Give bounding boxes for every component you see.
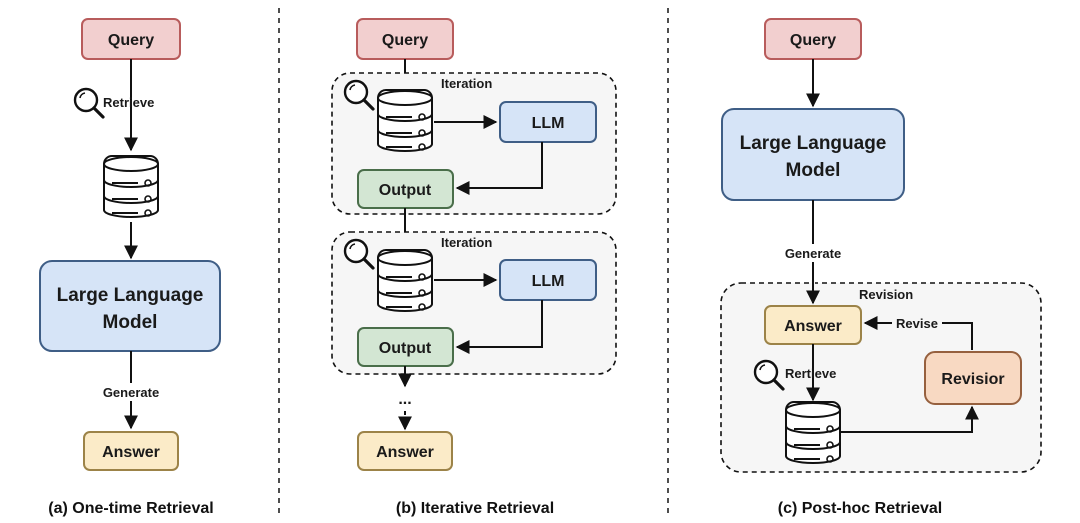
llm-label-line1: Large Language (57, 285, 204, 306)
query-label: Query (382, 32, 428, 49)
database-icon (377, 249, 433, 312)
generate-label-bg (778, 244, 848, 262)
revisor-box (924, 351, 1022, 405)
arrow-llm-to-output-1 (455, 142, 543, 195)
caption-b: (b) Iterative Retrieval (396, 500, 554, 517)
llm-label-line2: Model (103, 312, 158, 333)
caption-a: (a) One-time Retrieval (48, 500, 213, 517)
query-label: Query (790, 32, 836, 49)
iteration-region-2: Iteration LLM Output (331, 231, 617, 375)
answer-label: Answer (784, 318, 842, 335)
llm-box (39, 260, 221, 352)
panel-one-time-retrieval: Query Retrieve Large Language Model Gene… (39, 18, 221, 517)
iteration-region-1: Iteration LLM Output (331, 72, 617, 215)
iteration-2-label: Iteration (441, 235, 492, 250)
database-icon (377, 89, 433, 152)
llm-box (721, 108, 905, 201)
answer-box (83, 431, 179, 471)
llm-label-1: LLM (532, 115, 565, 132)
arrow-db-to-revisor (840, 405, 979, 433)
arrow-llm-to-output-2 (455, 300, 543, 354)
caption-c: (c) Post-hoc Retrieval (778, 500, 942, 517)
revise-label-bg (892, 316, 942, 331)
answer-label: Answer (376, 444, 434, 461)
database-icon (785, 401, 841, 464)
panel-post-hoc-retrieval: Query Large Language Model Generate Revi… (720, 18, 1042, 517)
llm-box-1 (499, 101, 597, 143)
revisor-label: Revisior (941, 371, 1004, 388)
output-label-1: Output (379, 182, 432, 199)
query-label: Query (108, 32, 154, 49)
output-label-2: Output (379, 340, 432, 357)
generate-label: Generate (785, 246, 841, 261)
revision-label: Revision (859, 287, 913, 302)
generate-label: Generate (103, 385, 159, 400)
llm-label-2: LLM (532, 273, 565, 290)
panel-iterative-retrieval: Query Iteration LLM Output Iteration LLM (331, 18, 617, 517)
search-icon (73, 87, 105, 119)
retrieve-label: Retrieve (103, 95, 154, 110)
answer-box (357, 431, 453, 471)
revision-region: Revision Answer Revise Rertieve Revisior (720, 276, 1042, 473)
iteration-1-label: Iteration (441, 76, 492, 91)
ellipsis: ... (398, 391, 411, 408)
generate-label-bg (96, 383, 166, 401)
revise-label: Revise (896, 316, 938, 331)
database-icon (103, 155, 159, 218)
answer-label: Answer (102, 444, 160, 461)
llm-box-2 (499, 259, 597, 301)
llm-label-line2: Model (786, 160, 841, 181)
llm-label-line1: Large Language (740, 133, 887, 154)
retrieve-label: Rertieve (785, 366, 836, 381)
